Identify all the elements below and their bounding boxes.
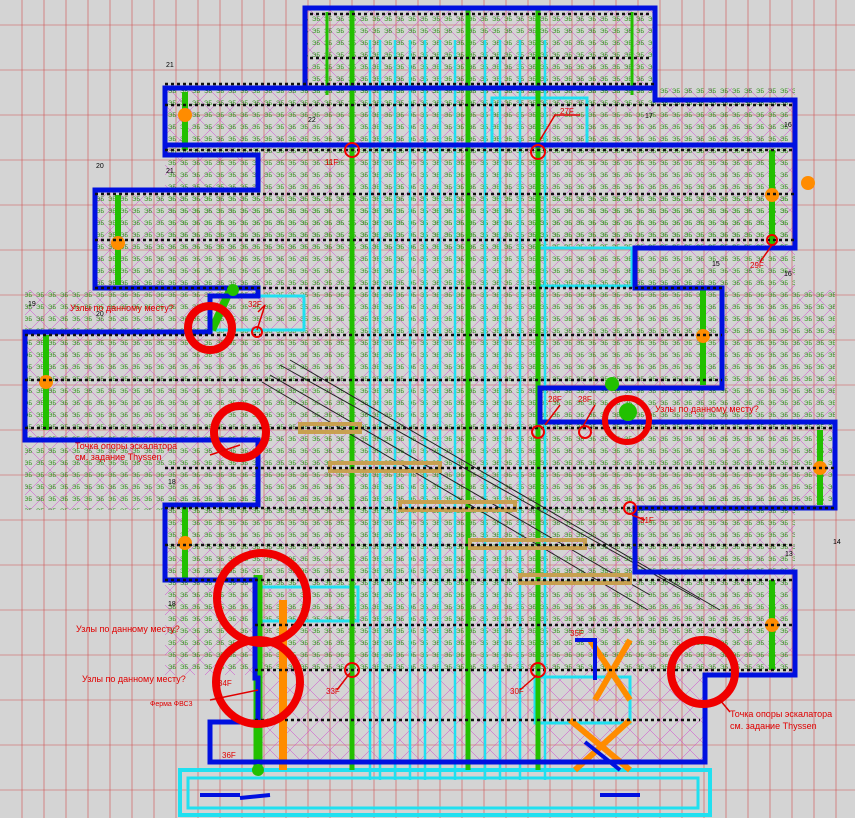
note-nodes-question-4: Узлы по данному месту? <box>82 674 186 684</box>
axis-20: 20 <box>96 163 104 170</box>
axis-22: 22 <box>308 117 316 124</box>
cyan-beams <box>368 40 547 780</box>
tag-30f: 30F <box>510 687 524 696</box>
axis-21b: 21 <box>166 168 174 175</box>
axis-numbers: 13 14 15 16 16 17 18 18 19 20 20 21 21 2… <box>28 62 841 608</box>
note-escalator-support-left-1: Точка опоры эскалатора <box>75 441 177 451</box>
axis-18b: 18 <box>168 601 176 608</box>
blue-bracing-bottom <box>200 638 640 800</box>
green-node-markers <box>227 284 637 776</box>
tag-32f: 32F <box>248 300 262 309</box>
axis-16: 16 <box>784 122 792 129</box>
axis-15: 15 <box>712 261 720 268</box>
tag-28f: 28F <box>548 395 562 404</box>
escalator-lines <box>261 359 721 611</box>
element-tags: 11F 27F 28F 28F 29F 30F 31F 32F 33F 34F … <box>218 107 764 760</box>
note-nodes-question-3: Узлы по данному месту? <box>76 624 180 634</box>
axis-13: 13 <box>785 551 793 558</box>
axis-16b: 16 <box>784 271 792 278</box>
tag-27f: 27F <box>560 107 574 116</box>
note-escalator-support-left-2: см. задание Thyssen <box>75 452 162 462</box>
axis-17: 17 <box>645 113 653 120</box>
note-truss-label: Ферма ФВС3 <box>150 701 193 708</box>
tag-11f: 11F <box>325 158 338 167</box>
axis-20b: 20 <box>96 311 104 318</box>
axis-21: 21 <box>166 62 174 69</box>
beam-labels <box>25 8 835 675</box>
tag-34f: 34F <box>218 679 232 688</box>
tag-33f: 33F <box>326 687 340 696</box>
tag-31f: 31F <box>640 516 654 525</box>
axis-18: 18 <box>168 479 176 486</box>
annotations: Узлы по данному месту? Узлы по данному м… <box>70 303 832 731</box>
note-nodes-question-2: Узлы по данному месту? <box>655 404 759 414</box>
note-escalator-support-right-1: Точка опоры эскалатора <box>730 709 832 719</box>
note-nodes-question-1: Узлы по данному месту? <box>70 303 174 313</box>
axis-19: 19 <box>28 301 36 308</box>
tag-35f: 35F <box>570 629 584 638</box>
axis-14: 14 <box>833 539 841 546</box>
tag-36f: 36F <box>222 751 236 760</box>
red-markers <box>184 142 778 728</box>
escalator-supports <box>298 422 632 585</box>
tag-29f: 29F <box>750 261 764 270</box>
tag-28f-b: 28F <box>578 395 592 404</box>
note-escalator-support-right-2: см. задание Thyssen <box>730 721 817 731</box>
leader-lines <box>209 114 773 713</box>
